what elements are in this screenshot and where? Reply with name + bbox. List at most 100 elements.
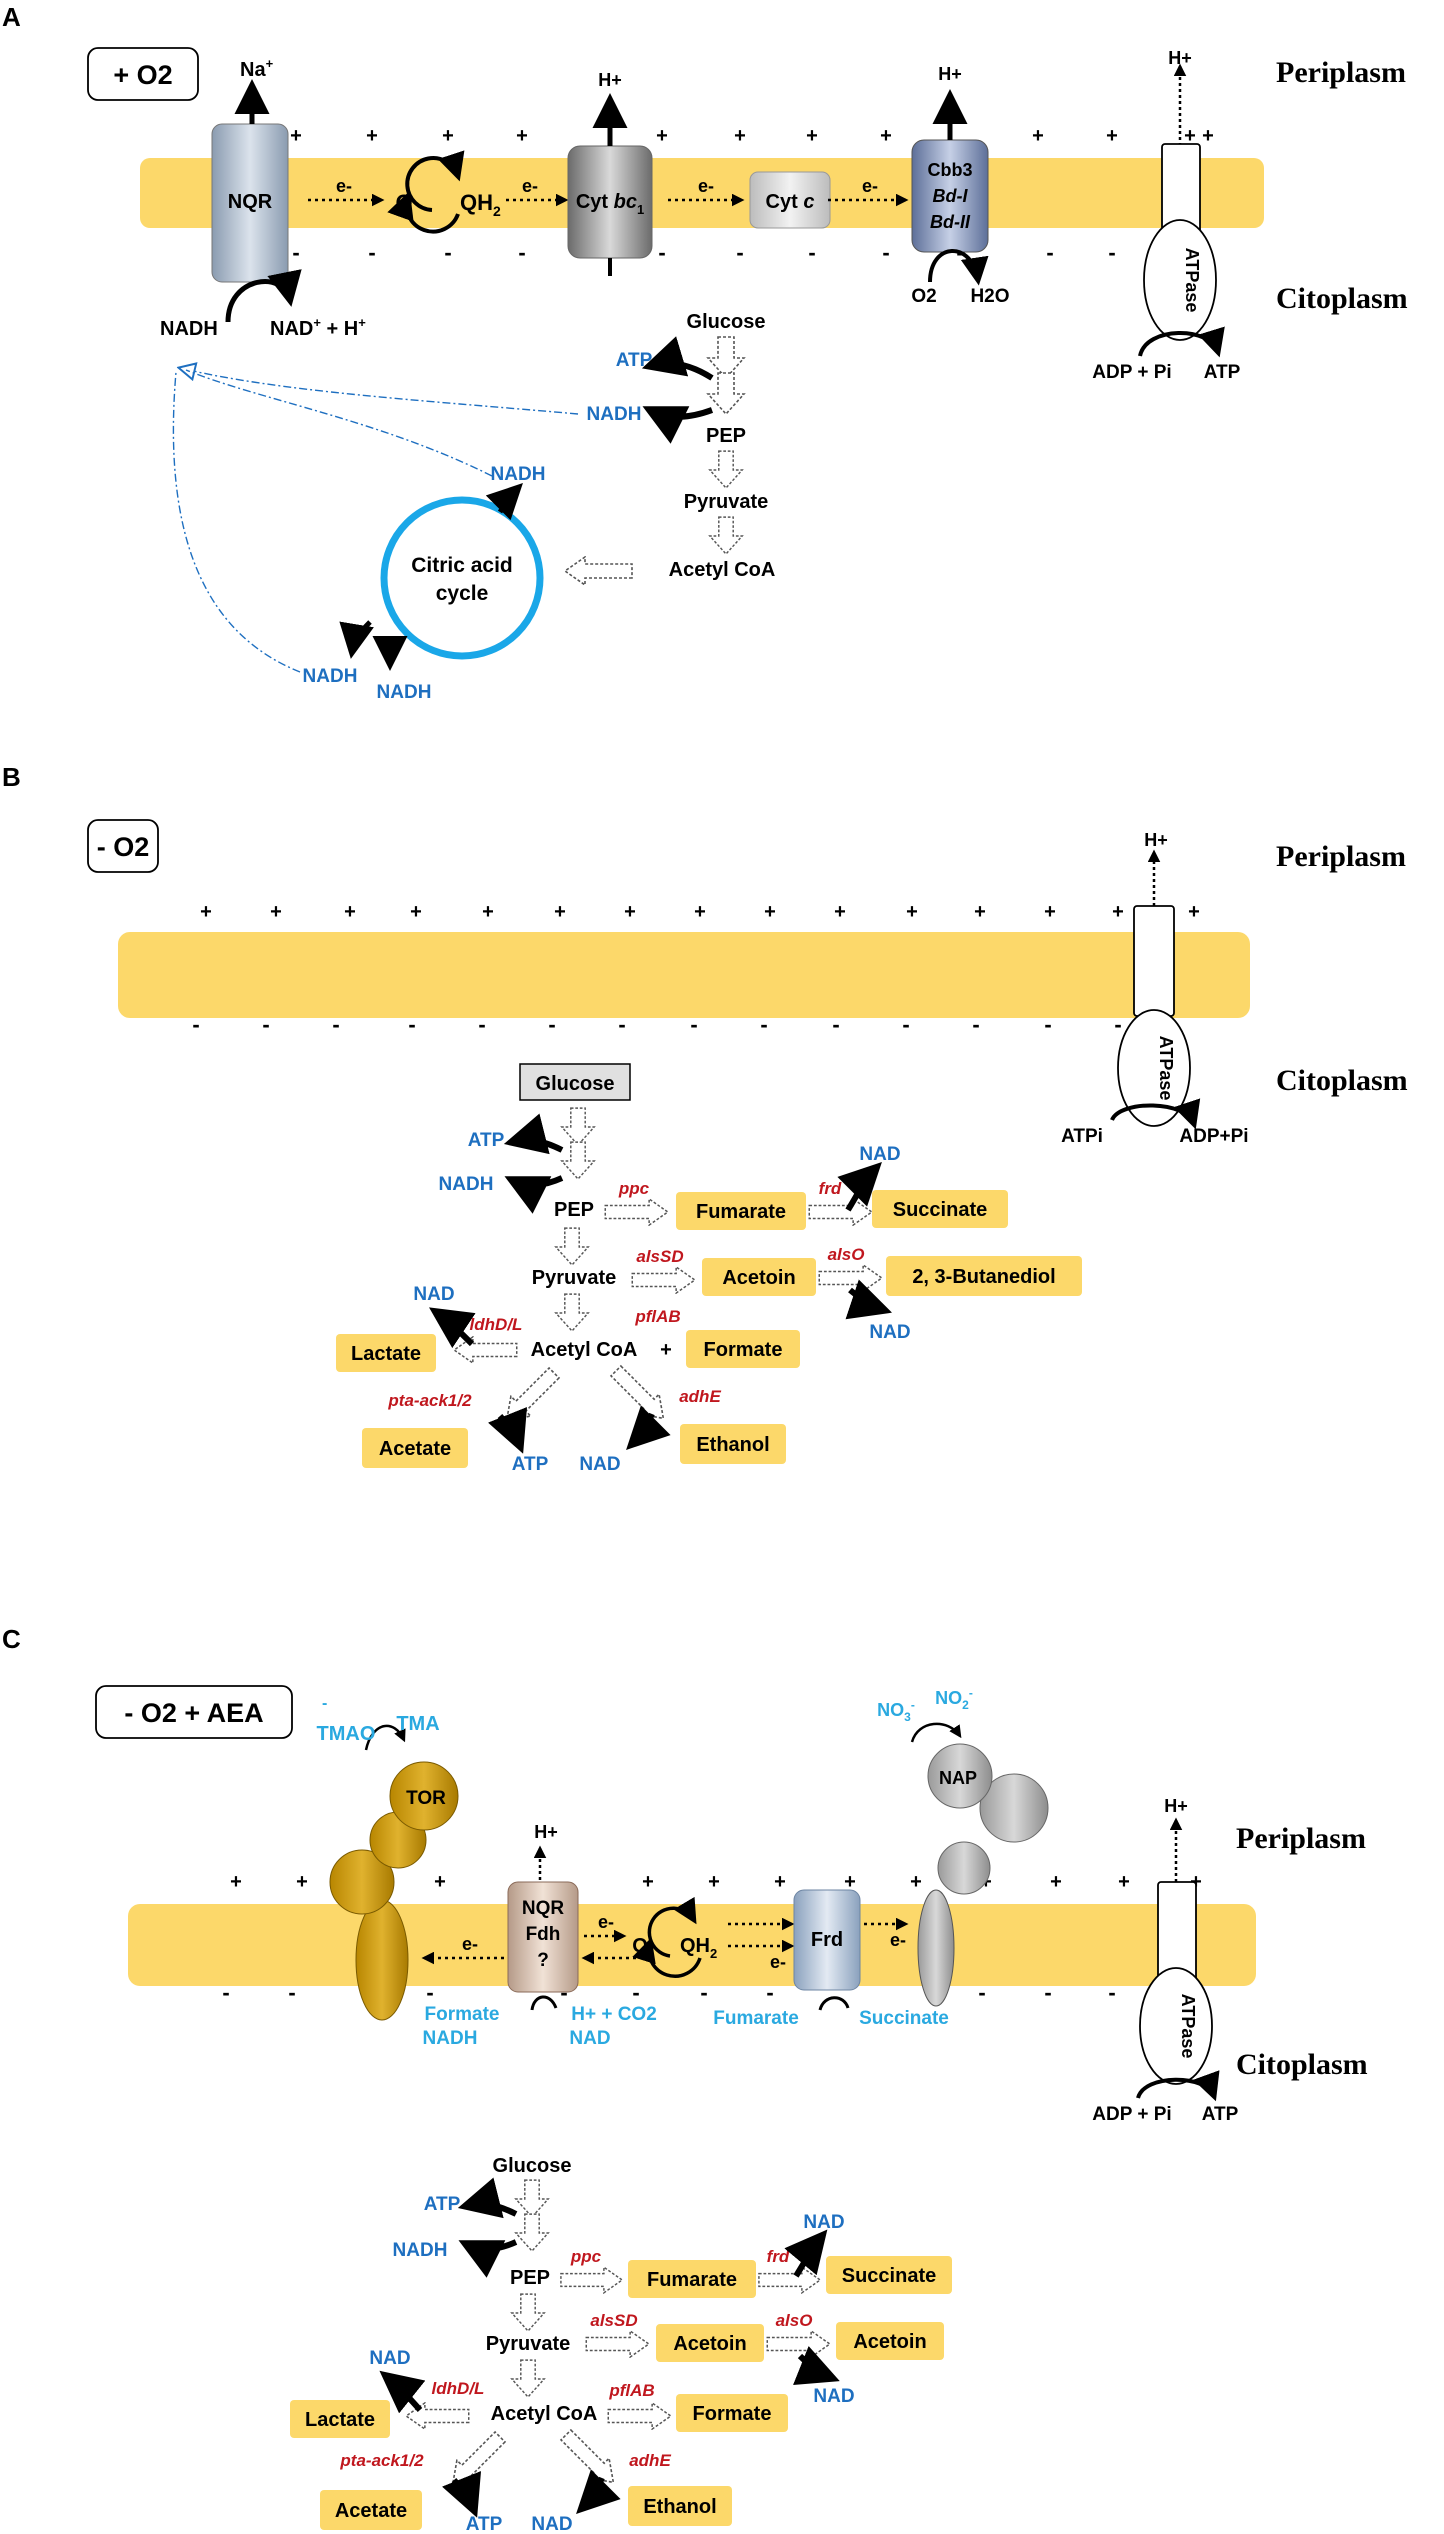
membrane-c [128,1904,1256,1986]
nqr-label-a: NQR [228,191,273,213]
panel-b: B - O2 Periplasm Citoplasm ++++ ++++ +++… [2,762,1408,1475]
q-cycle-return-c [632,1937,702,1978]
svg-text:+: + [624,901,636,923]
svg-text:+: + [1044,901,1056,923]
glucose-label-c: Glucose [493,2155,572,2177]
nap-subunit-3 [937,1841,991,1895]
hplus-label-cbb3: H+ [938,64,962,84]
nitrate-reduction-arc [910,1722,962,1743]
lactate-label-b: Lactate [351,1343,421,1365]
condition-box-c [95,1685,293,1739]
svg-text:+: + [344,901,356,923]
no2-label: NO2- [935,1686,973,1712]
tca-nadh-arc-2 [339,620,374,659]
na-ion-label: Na+ [240,56,274,81]
svg-text:-: - [632,1980,639,2005]
ppc-gene-b: ppc [618,1179,650,1198]
svg-text:+: + [482,901,494,923]
nqr-fdh-label-1: NQR [522,1898,565,1919]
flow-arrow-acetylcoa-ethanol-b [605,1360,675,1430]
atp-release-arc-c [457,2177,518,2219]
ppc-gene-c: ppc [570,2247,602,2266]
periplasm-label-a: Periplasm [1276,56,1406,89]
membrane-b [118,932,1250,1018]
atp-release-arc-pta-c [442,2471,482,2518]
alssd-gene-b: alsSD [636,1247,683,1266]
svg-text:+: + [554,901,566,923]
svg-text:-: - [1108,1980,1115,2005]
acetate-box-c [320,2490,422,2530]
q-cycle-a [405,150,465,212]
svg-text:+: + [1202,125,1214,147]
electron-label-3a: e- [698,176,714,196]
citoplasm-label-a: Citoplasm [1276,282,1408,315]
flow-arrow-acetylcoa-lactate-b [453,1336,518,1364]
svg-text:-: - [690,1012,697,1037]
nadh-feedback-line-3 [172,371,301,673]
tmao-minus-sign: - [322,1695,327,1712]
svg-text:+: + [290,125,302,147]
condition-label-c: - O2 + AEA [124,1698,263,1728]
flow-arrow-pep-pyruvate-c [511,2293,545,2332]
hplus-label-atpase-b: H+ [1144,830,1168,850]
nad-release-arc-ldh-c [379,2370,426,2414]
svg-text:-: - [368,240,375,265]
tor-subunit-1 [389,1761,459,1831]
formate-label-b: Formate [704,1339,783,1361]
adhe-gene-b: adhE [679,1387,721,1406]
svg-text:+: + [694,901,706,923]
svg-text:-: - [262,1012,269,1037]
ethanol-box-c [628,2486,732,2526]
ethanol-label-c: Ethanol [643,2496,716,2518]
svg-text:-: - [902,1012,909,1037]
qh2-label-c: QH2 [680,1935,717,1961]
membrane-minus-signs-a: ---- ---- --- [292,240,1115,265]
glucose-box-b [519,1063,631,1101]
adp-pi-label-b: ADP+Pi [1179,1126,1248,1147]
nad-release-arc-adh-b [626,1405,671,1450]
acetoin-label-c: Acetoin [673,2333,746,2355]
nadh-feedback-line-1 [180,368,579,415]
no3-label: NO3- [877,1698,915,1724]
flow-arrow-glucose-c1 [515,2179,549,2218]
ethanol-box-b [680,1424,786,1464]
acetoin2-box-c [836,2322,944,2360]
svg-text:+: + [880,125,892,147]
flow-arrow-acetylcoa-ethanol-c [555,2424,625,2494]
qh2-label-a: QH2 [460,190,501,219]
atp-synthesis-arc-a [1138,326,1225,358]
atpi-label-b: ATPi [1061,1126,1103,1147]
q-label-a: Q [395,190,412,215]
svg-text:-: - [1114,1012,1121,1037]
atp-synthesis-arc-b [1110,1098,1201,1130]
tor-label: TOR [406,1788,446,1809]
svg-text:-: - [426,1980,433,2005]
svg-text:+: + [708,1871,720,1893]
q-label-c: Q [632,1935,648,1957]
frd-gene-c: frd [767,2247,790,2266]
tca-nadh-arc-1 [485,483,523,521]
tca-nadh-label-3: NADH [377,682,432,703]
nad-label-also-c: NAD [813,2386,854,2407]
nad-release-arc-frd-b [837,1162,882,1212]
flow-arrow-glucose-a2 [707,372,745,415]
hco2-label-2: NAD [569,2028,610,2049]
flow-arrow-glucose-b1 [561,1107,595,1146]
tmao-reduction-arc [364,1724,406,1751]
panel-c: C - O2 + AEA Periplasm Citoplasm ++++ ++… [2,1624,1368,2534]
q-cycle-c [647,1896,697,1958]
flow-arrow-pyruvate-acetoin-c [585,2330,650,2358]
hplus-label-atpase-c: H+ [1164,1796,1188,1816]
nap-subunit-1 [927,1743,993,1809]
tca-label-2: cycle [436,582,489,605]
acetate-box-b [362,1428,468,1468]
svg-text:+: + [844,1871,856,1893]
cbb3-label: Cbb3 [928,160,973,180]
nad-label-frd-b: NAD [859,1144,900,1165]
svg-text:+: + [910,1871,922,1893]
svg-text:+: + [764,901,776,923]
svg-text:-: - [518,240,525,265]
nad-label-adh-b: NAD [579,1454,620,1475]
fumarate-box-c [628,2260,756,2298]
